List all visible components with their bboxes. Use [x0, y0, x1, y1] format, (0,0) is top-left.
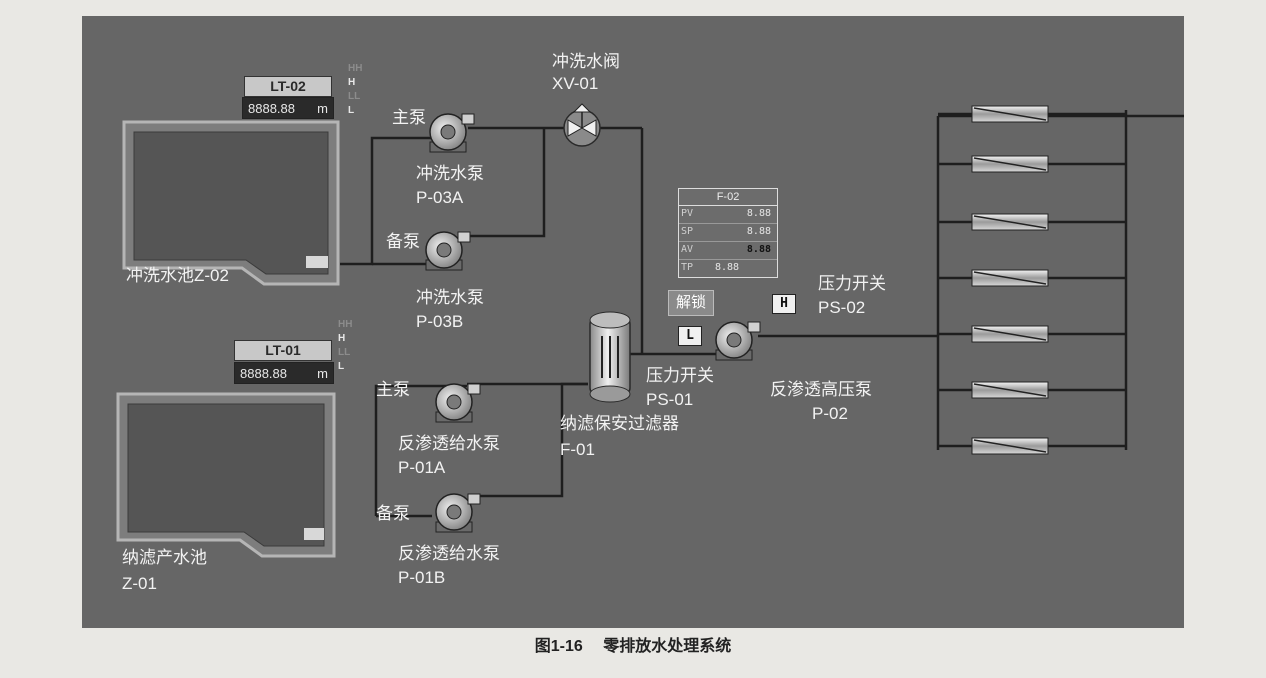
alarm-ll: LL	[348, 91, 361, 102]
ps02-indicator[interactable]: H	[772, 294, 796, 314]
p03a-tag: P-03A	[416, 188, 464, 207]
pump-p02[interactable]	[715, 321, 761, 361]
p03a-name: 冲洗水泵	[416, 164, 484, 183]
lt02-alarms: HH H LL L	[348, 62, 362, 118]
p01a-name: 反渗透给水泵	[398, 434, 500, 453]
sp-value: 8.88	[746, 226, 771, 237]
alarm-l: L	[348, 105, 355, 116]
alarm-h: H	[348, 77, 356, 88]
membrane	[938, 213, 1126, 231]
lt02-tag: LT-02	[244, 76, 332, 97]
tp-value: 8.88	[715, 262, 740, 273]
alarm-hh: HH	[348, 63, 363, 74]
p03b-tag: P-03B	[416, 312, 464, 331]
filter-f01[interactable]	[589, 311, 631, 403]
p03a-role: 主泵	[392, 108, 426, 127]
tank-z02-label: 冲洗水池Z-02	[126, 266, 229, 285]
ps02-name: 压力开关	[818, 274, 886, 293]
membrane	[938, 437, 1126, 455]
p01a-tag: P-01A	[398, 458, 446, 477]
ps02-tag: PS-02	[818, 298, 866, 317]
filter-tag: F-01	[560, 440, 595, 459]
tank-z01	[116, 392, 336, 558]
process-diagram	[116, 103, 1184, 558]
valve-xv01[interactable]	[563, 103, 601, 147]
unlock-button[interactable]: 解锁	[668, 290, 714, 316]
membrane	[938, 269, 1126, 287]
lt01-alarms: HH H LL L	[338, 318, 352, 374]
alarm-ll: LL	[338, 347, 351, 358]
pump-p03b[interactable]	[425, 231, 471, 271]
ps01-indicator[interactable]: L	[678, 326, 702, 346]
av-tag: AV	[681, 244, 694, 255]
p01a-role: 主泵	[376, 380, 410, 399]
membrane-array	[938, 105, 1126, 455]
filter-name: 纳滤保安过滤器	[560, 414, 679, 433]
sp-tag: SP	[681, 226, 694, 237]
lt02-value: 8888.88	[248, 101, 295, 116]
pump-p03a[interactable]	[429, 113, 475, 153]
valve-name: 冲洗水阀	[552, 52, 620, 71]
faceplate-title: F-02	[679, 189, 777, 206]
tank-z01-label-line2: Z-01	[122, 574, 157, 593]
tank-z01-label-line1: 纳滤产水池	[122, 548, 207, 567]
ps01-tag: PS-01	[646, 390, 694, 409]
p01b-role: 备泵	[376, 504, 410, 523]
lt01-value: 8888.88	[240, 366, 287, 381]
membrane	[938, 325, 1126, 343]
pipes	[340, 110, 1184, 518]
faceplate-f02[interactable]: F-02 PV 8.88 SP 8.88 AV 8.88 TP 8.88	[678, 188, 778, 278]
pv-tag: PV	[681, 208, 694, 219]
tp-tag: TP	[681, 262, 694, 273]
p01b-name: 反渗透给水泵	[398, 544, 500, 563]
membrane	[938, 155, 1126, 173]
p03b-role: 备泵	[386, 232, 420, 251]
tank-z02	[122, 120, 340, 286]
p01b-tag: P-01B	[398, 568, 446, 587]
caption-number: 图1-16	[534, 638, 583, 655]
lt01-tag: LT-01	[234, 340, 332, 361]
faceplate-row-sp: SP 8.88	[679, 224, 777, 242]
p02-tag: P-02	[812, 404, 848, 423]
lt01-value-display: 8888.88 m	[234, 362, 334, 384]
figure-caption: 图1-16 零排放水处理系统	[0, 632, 1266, 656]
membrane	[938, 105, 1126, 123]
lt02-unit: m	[317, 101, 328, 116]
scada-panel: LT-02 8888.88 m HH H LL L LT-01 8888.88 …	[82, 16, 1184, 628]
lt01-unit: m	[317, 366, 328, 381]
faceplate-row-tp: TP 8.88	[679, 260, 777, 277]
lt02-value-display: 8888.88 m	[242, 97, 334, 119]
caption-title: 零排放水处理系统	[603, 638, 732, 655]
p02-name: 反渗透高压泵	[770, 380, 872, 399]
alarm-hh: HH	[338, 319, 353, 330]
faceplate-row-pv: PV 8.88	[679, 206, 777, 224]
p03b-name: 冲洗水泵	[416, 288, 484, 307]
faceplate-row-av: AV 8.88	[679, 242, 777, 260]
av-value: 8.88	[746, 244, 771, 255]
alarm-h: H	[338, 333, 346, 344]
pv-value: 8.88	[746, 208, 771, 219]
ps01-name: 压力开关	[646, 366, 714, 385]
pump-p01b[interactable]	[435, 493, 481, 533]
alarm-l: L	[338, 361, 345, 372]
pump-p01a[interactable]	[435, 383, 481, 423]
membrane	[938, 381, 1126, 399]
valve-tag: XV-01	[552, 74, 599, 93]
